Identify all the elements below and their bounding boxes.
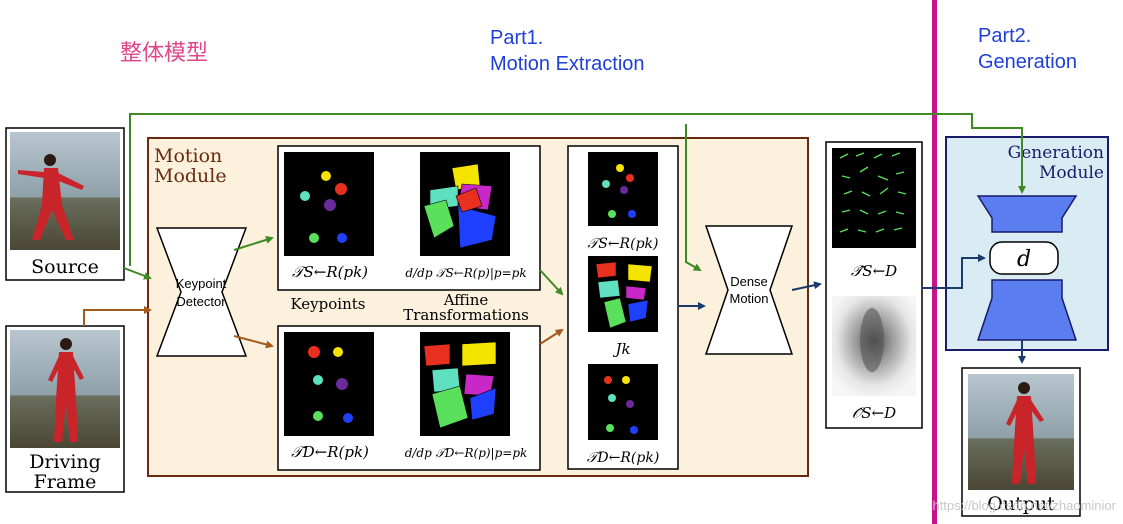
arrow-detector-to-driving-panel (233, 335, 274, 349)
formula-t-s-r-upper: 𝒯S←R(pk) (292, 263, 368, 281)
generator-network: d (976, 195, 1078, 341)
watermark: https://blog.csdn.net/zhaominior (932, 498, 1116, 513)
part2-title-line2: Generation (978, 51, 1077, 73)
affine-grid-patches (595, 261, 653, 329)
keypoint-dot (313, 411, 323, 421)
driving-frame: Driving Frame (5, 325, 125, 493)
formula-deriv-d: d/dp 𝒯D←R(p)|p=pk (405, 446, 528, 460)
keypoint-dot (630, 426, 638, 434)
keypoint-dot (604, 376, 612, 384)
driving-label-line2: Frame (34, 471, 97, 493)
formula-jk: Jk (612, 340, 630, 358)
keypoint-dot (300, 191, 310, 201)
source-label: Source (31, 256, 99, 278)
keypoint-detector: Keypoint Detector (155, 227, 248, 357)
keypoint-detector-label-line2: Detector (176, 294, 226, 309)
keypoint-dot (343, 413, 353, 423)
motion-module-label-line1: Motion (154, 145, 222, 167)
generation-module-label-line2: Module (1039, 163, 1104, 183)
keypoint-dot (616, 164, 624, 172)
keypoint-dot (313, 375, 323, 385)
arrow-source-to-dense (685, 124, 702, 271)
keypoint-dot (620, 186, 628, 194)
formula-t-s-r-stack: 𝒯S←R(pk) (588, 236, 659, 252)
driving-keypoint-heatmap (284, 332, 374, 436)
keypoint-dot (626, 174, 634, 182)
keypoint-dot (602, 180, 610, 188)
part2-title-line1: Part2. (978, 25, 1031, 47)
part-divider (932, 0, 937, 524)
keypoint-dot (335, 183, 347, 195)
driving-label-line1: Driving (29, 451, 101, 473)
formula-o-hat-s-d: 𝒪̂S←D (852, 404, 896, 422)
affine-grid-patches (423, 341, 497, 429)
arrow-driving-panel-to-stack (539, 328, 564, 345)
keypoint-dot (628, 210, 636, 218)
arrow-detector-to-source-panel (233, 235, 274, 251)
formula-t-d-r-stack: 𝒯D←R(pk) (587, 450, 660, 466)
motion-field-arrows (839, 152, 907, 233)
keypoint-dot (608, 394, 616, 402)
d-feature-box (989, 241, 1059, 275)
motion-output-panel: 𝒯̂S←D 𝒪̂S←D (825, 141, 923, 429)
source-frame: Source (5, 127, 125, 281)
keypoint-dot (333, 347, 343, 357)
keypoint-dot (324, 199, 336, 211)
arrow-motion-to-d (922, 254, 986, 289)
chinese-title: 整体模型 (120, 41, 208, 66)
source-keypoint-panel: 𝒯S←R(pk) d/dp 𝒯S←R(p)|p=pk (277, 145, 541, 291)
d-symbol: d (1017, 247, 1031, 272)
stack-driving-heatmap (588, 364, 658, 440)
affine-label-line2: Transformations (403, 306, 529, 324)
driving-keypoint-panel: 𝒯D←R(pk) d/dp 𝒯D←R(p)|p=pk (277, 325, 541, 471)
formula-t-d-r-lower: 𝒯D←R(pk) (291, 443, 369, 461)
dense-motion-label-line1: Dense (730, 274, 768, 289)
output-frame: Output (961, 367, 1081, 517)
dense-motion-label-line2: Motion (729, 291, 768, 306)
keypoint-dot (337, 233, 347, 243)
formula-deriv-s: d/dp 𝒯S←R(p)|p=pk (405, 266, 526, 280)
keypoint-dot (626, 400, 634, 408)
motion-module-label-line2: Module (154, 165, 227, 187)
generation-module-label-line1: Generation (1008, 143, 1104, 163)
connectors (83, 113, 1026, 364)
driving-dancer-figure (48, 338, 84, 442)
arrow-source-to-generator (129, 113, 1026, 266)
keypoint-dot (606, 424, 614, 432)
keypoint-dot (608, 210, 616, 218)
arrow-source-panel-to-stack (539, 269, 564, 296)
source-dancer-figure (18, 154, 84, 240)
keypoint-dot (622, 376, 630, 384)
keypoint-dot (321, 171, 331, 181)
encoder-trapezoid (976, 195, 1078, 233)
affine-label-line1: Affine (443, 291, 489, 309)
keypoints-label: Keypoints (291, 295, 366, 313)
keypoint-dot (336, 378, 348, 390)
output-dancer-figure (1006, 382, 1044, 484)
part1-title-line2: Motion Extraction (490, 53, 645, 75)
dense-motion-block: Dense Motion (704, 225, 794, 355)
transform-stack-panel: 𝒯S←R(pk) Jk 𝒯D←R(pk) (567, 145, 679, 470)
occlusion-silhouette (860, 308, 884, 372)
part1-title-line1: Part1. (490, 27, 543, 49)
output-label: Output (987, 493, 1055, 515)
keypoint-dot (309, 233, 319, 243)
arrow-source-to-detector (123, 267, 152, 280)
keypoint-detector-label-line1: Keypoint (176, 276, 227, 291)
keypoint-dot (308, 346, 320, 358)
motion-field-image (832, 148, 916, 248)
affine-grid-patches (423, 163, 497, 249)
arrow-driving-to-detector (83, 306, 152, 326)
arrow-dense-to-output (791, 281, 822, 291)
decoder-trapezoid (976, 279, 1078, 341)
formula-t-hat-s-d: 𝒯̂S←D (851, 262, 897, 280)
